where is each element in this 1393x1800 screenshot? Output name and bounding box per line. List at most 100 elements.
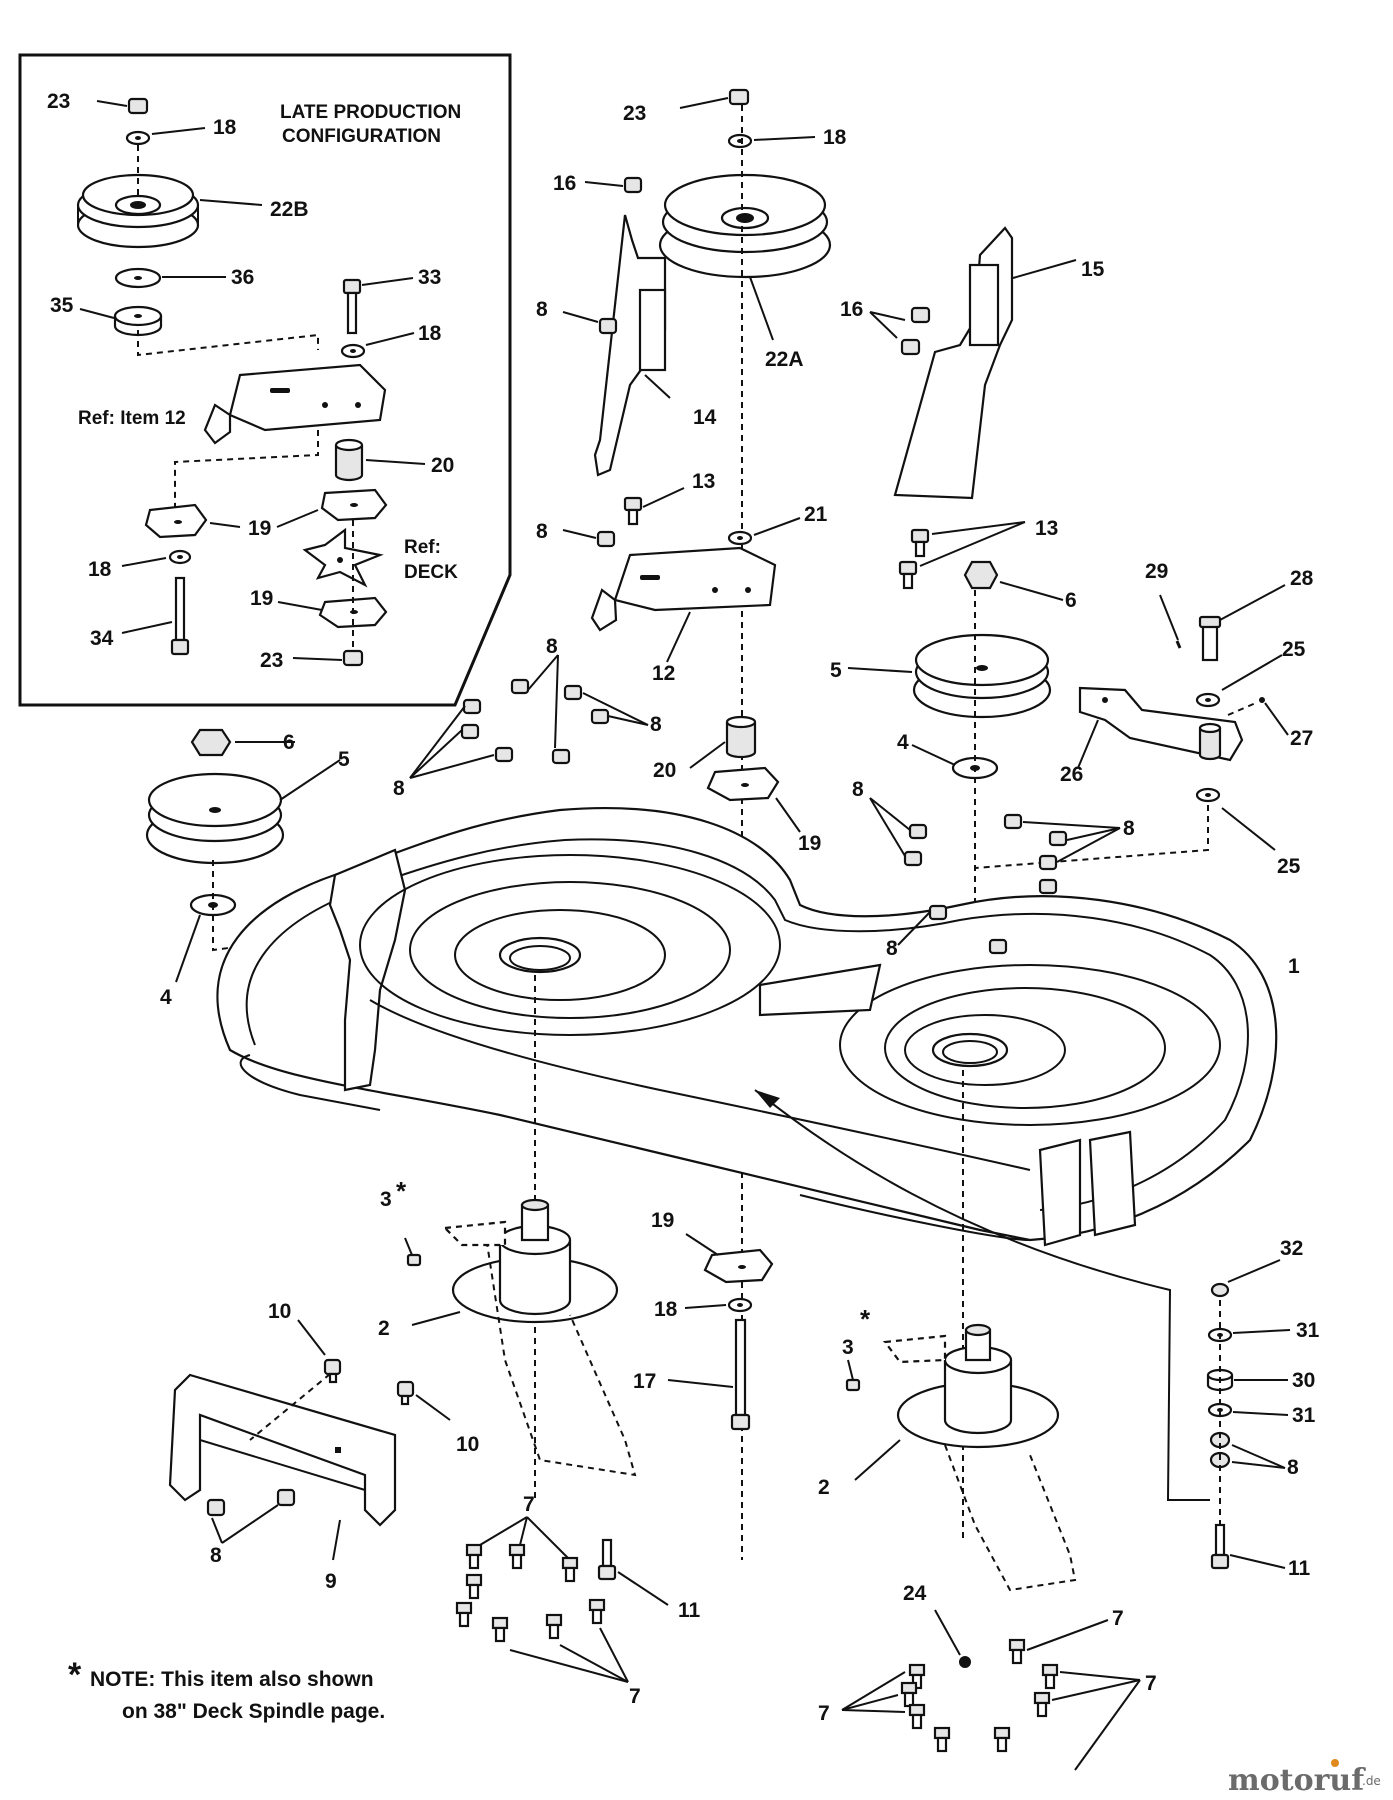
inset-panel: LATE PRODUCTION CONFIGURATION <box>18 53 512 707</box>
part-label: 5 <box>338 748 350 771</box>
bolts-13-right <box>898 521 1026 590</box>
part-label: 30 <box>1292 1369 1315 1392</box>
part-label: 11 <box>1288 1557 1311 1580</box>
part-label: 13 <box>1035 517 1058 540</box>
inset-title-line2: CONFIGURATION <box>282 126 441 147</box>
part-label: 12 <box>652 662 675 685</box>
note-line1: NOTE: This item also shown <box>90 1668 374 1691</box>
part-label: 5 <box>830 659 842 682</box>
watermark-suffix: .de <box>1362 1774 1381 1788</box>
blade-bolts-left <box>455 1516 669 1683</box>
inset-label: 36 <box>231 266 254 289</box>
inset-washer-18c <box>121 549 192 567</box>
part-label: 10 <box>456 1433 479 1456</box>
bracket-14 <box>562 176 685 548</box>
part-label: 32 <box>1280 1237 1303 1260</box>
part-label: 7 <box>818 1702 830 1725</box>
inset-title-line1: LATE PRODUCTION <box>280 102 461 123</box>
inset-bolt-34 <box>121 576 190 656</box>
part-label: 26 <box>1060 763 1083 786</box>
part-label: 23 <box>623 102 646 125</box>
part-label: 19 <box>798 832 821 855</box>
bolt-13 <box>623 487 685 526</box>
part-label: 6 <box>283 731 295 754</box>
inset-ref-item: Ref: Item 12 <box>78 408 186 429</box>
nut <box>728 88 750 106</box>
inset-nut-lower <box>292 649 364 667</box>
inset-spacer-35 <box>79 305 163 337</box>
bracket-9 <box>168 1319 451 1561</box>
part-label: 4 <box>160 986 172 1009</box>
fastener-stack-right <box>1206 1259 1291 1570</box>
routing-arrow <box>754 1089 1210 1501</box>
part-label: 8 <box>1123 817 1135 840</box>
blade-bolts-right <box>841 1609 1141 1771</box>
inset-label: 34 <box>90 627 114 650</box>
inset-pulley-22b <box>76 145 263 249</box>
pin-28 <box>1198 584 1286 662</box>
part-label: 18 <box>823 126 847 149</box>
part-label: 7 <box>1112 1607 1124 1630</box>
mower-deck <box>216 806 1278 1540</box>
bracket-26 <box>974 584 1289 869</box>
part-label: 7 <box>629 1685 641 1708</box>
note-star: * <box>68 1656 82 1694</box>
part-label: 19 <box>651 1209 674 1232</box>
pulley-5-right <box>847 560 1064 1100</box>
part-label: 3 <box>380 1188 392 1211</box>
plate-19 <box>706 766 801 833</box>
inset-plate-19c <box>277 596 388 629</box>
part-label: 2 <box>378 1317 390 1340</box>
inset-label: 18 <box>88 558 112 581</box>
inset-label: 33 <box>418 266 441 289</box>
part-label: 7 <box>1145 1672 1157 1695</box>
plate-19-lower <box>685 1233 774 1284</box>
part-label: 20 <box>653 759 676 782</box>
part-label: 17 <box>633 1370 656 1393</box>
part-label: 8 <box>536 520 548 543</box>
part-label: 8 <box>650 713 662 736</box>
inset-ref-deck-1: Ref: <box>404 537 441 558</box>
part-label: 8 <box>546 635 558 658</box>
part-label: 6 <box>1065 589 1077 612</box>
part-label: 28 <box>1290 567 1314 590</box>
part-label: 3 <box>842 1336 854 1359</box>
part-label: 31 <box>1292 1404 1316 1427</box>
asterisk-mark: * <box>860 1304 871 1334</box>
inset-plate-19b <box>320 488 388 522</box>
inset-washer-18b <box>340 332 415 359</box>
nuts-8 <box>409 654 1121 955</box>
part-label: 16 <box>840 298 863 321</box>
part-label: 16 <box>553 172 576 195</box>
part-label: 4 <box>897 731 909 754</box>
inset-label: 22B <box>270 198 309 221</box>
part-label: 29 <box>1145 560 1168 583</box>
part-label: 7 <box>523 1493 535 1516</box>
inset-label: 35 <box>50 294 74 317</box>
inset-spacer-20 <box>334 438 426 482</box>
inset-deck-ref <box>302 527 384 588</box>
part-label: 8 <box>536 298 548 321</box>
part-label: 8 <box>1287 1456 1299 1479</box>
part-label: 9 <box>325 1570 337 1593</box>
part-labels: 23 18 16 8 14 22A 13 8 21 12 15 16 13 6 … <box>160 102 1320 1725</box>
part-label: 22A <box>765 348 804 371</box>
idler-pulley-22a <box>658 173 832 279</box>
inset-ref-deck-2: DECK <box>404 562 458 583</box>
inset-bolt-33 <box>342 277 414 335</box>
inset-washer-36 <box>114 267 226 289</box>
spindle-2-left <box>404 1198 637 1477</box>
inset-label: 20 <box>431 454 454 477</box>
inset-label: 19 <box>248 517 271 540</box>
part-label: 10 <box>268 1300 291 1323</box>
part-label: 8 <box>210 1544 222 1567</box>
watermark: motoruf .de <box>1228 1759 1381 1798</box>
inset-label: 18 <box>213 116 237 139</box>
spindle-2-right <box>845 1323 1077 1592</box>
part-label: 2 <box>818 1476 830 1499</box>
part-label: 31 <box>1296 1319 1320 1342</box>
bolt-17 <box>667 1318 751 1431</box>
inset-plate-19a <box>144 503 208 539</box>
part-label: 27 <box>1290 727 1313 750</box>
